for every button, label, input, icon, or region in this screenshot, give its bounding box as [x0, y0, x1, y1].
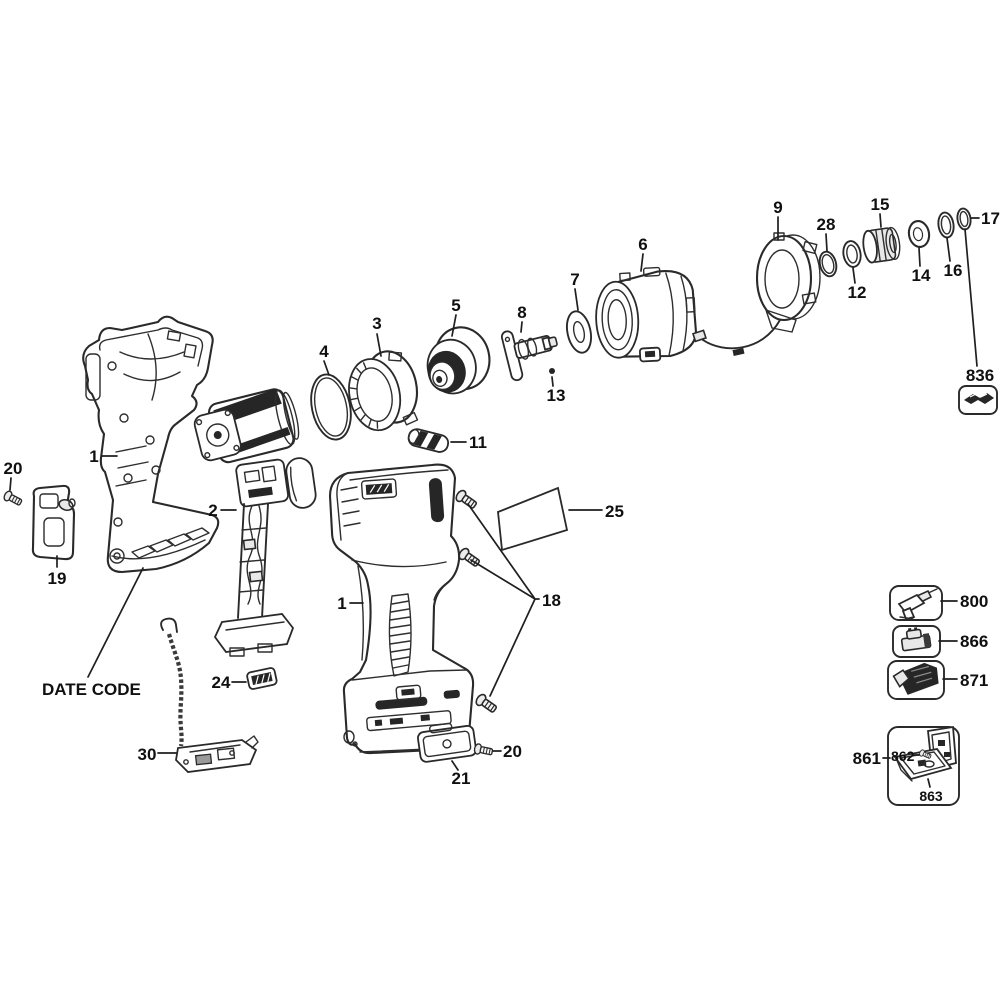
- callout-800: 800: [960, 592, 988, 611]
- callout-20-right: 20: [503, 742, 522, 761]
- callout-861: 861: [853, 749, 881, 768]
- assembled-tool-part-1: [328, 463, 475, 755]
- end-cap-part-21: [417, 722, 477, 763]
- callout-1-tool: 1: [337, 594, 346, 613]
- callout-16: 16: [944, 261, 963, 280]
- ball-part-13: [549, 368, 555, 374]
- callout-labels: 1 2 3 4 5 6 7 8 9 11 12 13 14 15 16 17 1…: [4, 195, 1000, 804]
- trigger: [285, 457, 317, 509]
- screw-part-18c: [473, 691, 500, 716]
- callout-19: 19: [48, 569, 67, 588]
- retaining-ring-part-12: [842, 240, 862, 268]
- callout-18: 18: [542, 591, 561, 610]
- o-ring-part-16: [937, 211, 955, 239]
- chuck-part-8: [500, 330, 558, 382]
- callout-9: 9: [773, 198, 782, 217]
- bearing-part-14: [907, 220, 931, 248]
- callout-3: 3: [372, 314, 381, 333]
- hammer-assembly-part-5: [426, 326, 491, 395]
- callout-11: 11: [469, 433, 487, 452]
- callout-866: 866: [960, 632, 988, 651]
- lead-wire-part-30: [160, 617, 259, 773]
- callout-25: 25: [605, 502, 624, 521]
- led-ring-part-9: [692, 232, 821, 356]
- screw-part-20-left: [1, 489, 24, 508]
- callout-13: 13: [547, 386, 566, 405]
- nameplate-part-25: [497, 486, 569, 552]
- bushing-part-15: [862, 226, 901, 264]
- screw-part-18a: [453, 487, 480, 512]
- gear-case-part-6: [595, 266, 697, 363]
- callout-862: 862: [891, 748, 915, 764]
- clip-part-24: [246, 667, 278, 690]
- callout-28: 28: [817, 215, 836, 234]
- callout-863: 863: [919, 788, 943, 804]
- washer-part-7: [565, 310, 593, 354]
- callout-871: 871: [960, 671, 988, 690]
- callout-20-left: 20: [4, 459, 23, 478]
- screw-part-20-right: [472, 742, 494, 758]
- callout-4: 4: [319, 342, 329, 361]
- callout-8: 8: [517, 303, 526, 322]
- battery-box-866: [892, 625, 941, 658]
- callout-17: 17: [981, 209, 1000, 228]
- o-ring-part-4: [310, 373, 352, 441]
- o-ring-part-17: [956, 207, 972, 231]
- motor-switch-assembly-part-2: [193, 388, 317, 657]
- bit-holder-part-11: [407, 428, 450, 453]
- callout-12: 12: [848, 283, 867, 302]
- ring-gear-part-3: [348, 350, 419, 432]
- callout-5: 5: [451, 296, 460, 315]
- belt-hook-part-19: [31, 484, 76, 561]
- callout-836: 836: [966, 366, 994, 385]
- kit-box-861: [887, 725, 960, 806]
- leader-lines: [9, 213, 980, 788]
- callout-24: 24: [212, 673, 231, 692]
- screw-part-18b: [456, 545, 483, 570]
- date-code-label: DATE CODE: [42, 680, 141, 699]
- housing-half-part-1: [82, 315, 220, 574]
- o-ring-part-28: [818, 250, 838, 278]
- bit-clip-part-836: [958, 385, 998, 415]
- callout-14: 14: [912, 266, 931, 285]
- callout-30: 30: [138, 745, 157, 764]
- callout-15: 15: [871, 195, 890, 214]
- battery-box-871: [887, 660, 945, 700]
- callout-7: 7: [570, 270, 579, 289]
- callout-2: 2: [208, 501, 217, 520]
- callout-1-housing: 1: [89, 447, 98, 466]
- bare-unit-box-800: [889, 585, 943, 621]
- callout-6: 6: [638, 235, 647, 254]
- callout-21: 21: [452, 769, 471, 788]
